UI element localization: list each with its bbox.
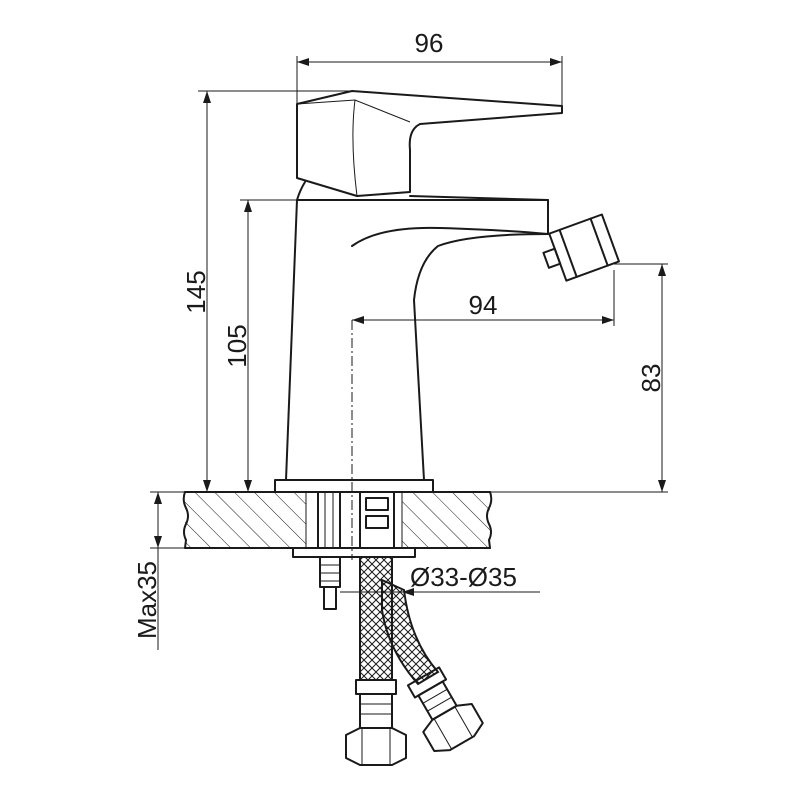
flexible-hose-right — [381, 578, 484, 753]
dimension-hole-diameter: Ø33-Ø35 — [340, 562, 540, 596]
handle-lever — [296, 90, 563, 197]
spray-nozzle — [542, 213, 620, 282]
mounting-hardware — [292, 491, 416, 610]
dimension-spout-reach: 94 — [352, 270, 615, 326]
dimension-top-width: 96 — [296, 28, 563, 106]
dimension-label-96: 96 — [415, 28, 444, 58]
dimension-label-145: 145 — [181, 270, 211, 313]
dimension-spout-height: 83 — [490, 263, 668, 493]
dimension-label-hole-diameter: Ø33-Ø35 — [410, 562, 517, 592]
dimension-label-max35: Max35 — [132, 561, 162, 639]
dimension-label-94: 94 — [469, 290, 498, 320]
countertop-section — [182, 491, 493, 549]
dimension-max-countertop: Max35 — [132, 491, 185, 650]
faucet-body — [274, 181, 549, 493]
dimension-body-height: 105 — [222, 199, 297, 492]
dimension-label-105: 105 — [222, 324, 252, 367]
dimension-label-83: 83 — [636, 364, 666, 393]
dimension-total-height: 145 — [181, 90, 352, 493]
